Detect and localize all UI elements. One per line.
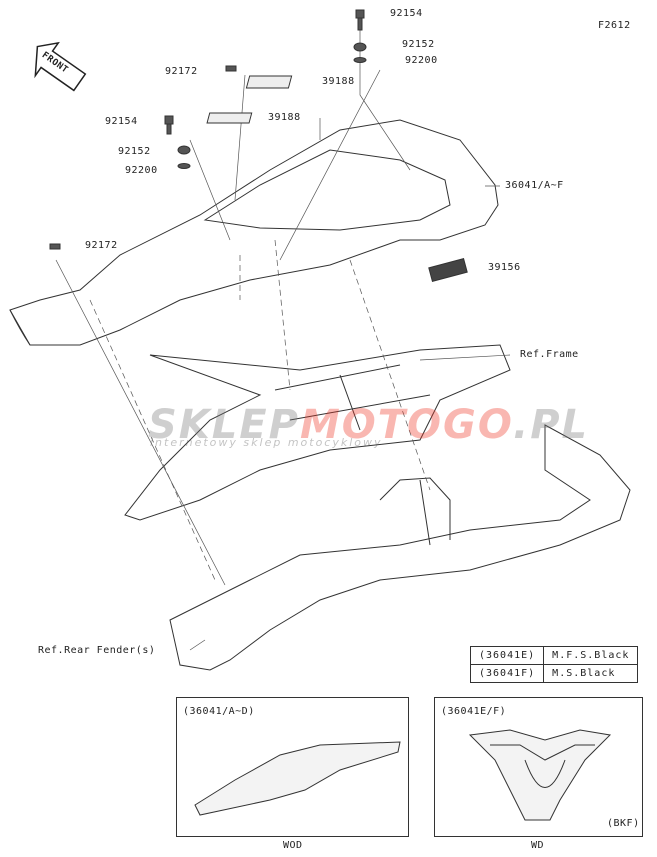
legend-row: (36041F)M.S.Black — [469, 664, 639, 683]
sticker-39188-top — [245, 75, 293, 89]
legend-color: M.F.S.Black — [543, 646, 639, 665]
callout-39156[interactable]: 39156 — [488, 262, 521, 273]
seat-cowl-outline — [9, 119, 499, 346]
callout-92200[interactable]: 92200 — [405, 55, 438, 66]
inset-36041-a-d: (36041/A~D) — [176, 697, 409, 837]
seat-cowl-inner — [203, 149, 451, 231]
callout-92154[interactable]: 92154 — [105, 116, 138, 127]
frame-outline — [124, 344, 511, 521]
callout-92172[interactable]: 92172 — [165, 66, 198, 77]
bolt-92154-left — [164, 115, 174, 125]
sticker-39188-mid — [206, 112, 253, 124]
callout-39188[interactable]: 39188 — [322, 76, 355, 87]
sticker-39156 — [428, 257, 468, 283]
bolt-92172-top — [225, 65, 237, 72]
watermark-part: .PL — [513, 402, 589, 448]
legend-row: (36041E)M.F.S.Black — [469, 646, 639, 665]
bolt-92172-left — [49, 243, 61, 250]
inset-note: (BKF) — [607, 818, 640, 829]
ref-frame-label: Ref.Frame — [520, 349, 579, 360]
callout-92172[interactable]: 92172 — [85, 240, 118, 251]
inset-cowl-side-shape — [194, 741, 401, 816]
watermark-part: SKLEP — [148, 402, 300, 448]
callout-92152[interactable]: 92152 — [118, 146, 151, 157]
callout-39188[interactable]: 39188 — [268, 112, 301, 123]
callout-92152[interactable]: 92152 — [402, 39, 435, 50]
callout-92200[interactable]: 92200 — [125, 165, 158, 176]
inset-footer: WD — [531, 840, 545, 851]
bolt-92154-top — [355, 9, 365, 19]
legend-code: (36041F) — [469, 664, 545, 683]
inset-title: (36041/A~D) — [183, 706, 255, 717]
callout-36041[interactable]: 36041/A~F — [505, 180, 564, 191]
ref-rear-fender-label: Ref.Rear Fender(s) — [38, 645, 156, 656]
diagram-code: F2612 — [598, 20, 631, 31]
inset-cowl-top-shape — [468, 729, 612, 821]
inset-title: (36041E/F) — [441, 706, 507, 717]
callout-92154[interactable]: 92154 — [390, 8, 423, 19]
color-legend-table: (36041E)M.F.S.Black (36041F)M.S.Black — [469, 646, 639, 683]
inset-footer: WOD — [283, 840, 303, 851]
front-arrow-icon — [34, 41, 87, 92]
watermark: SKLEPMOTOGO.PL — [148, 402, 589, 448]
legend-code: (36041E) — [469, 646, 545, 665]
watermark-subtitle: internetowy sklep motocyklowy — [150, 436, 383, 449]
watermark-part: MOTOGO — [299, 402, 513, 448]
inset-36041-e-f: (36041E/F) (BKF) — [434, 697, 643, 837]
rear-fender-outline — [169, 424, 631, 671]
legend-color: M.S.Black — [543, 664, 639, 683]
